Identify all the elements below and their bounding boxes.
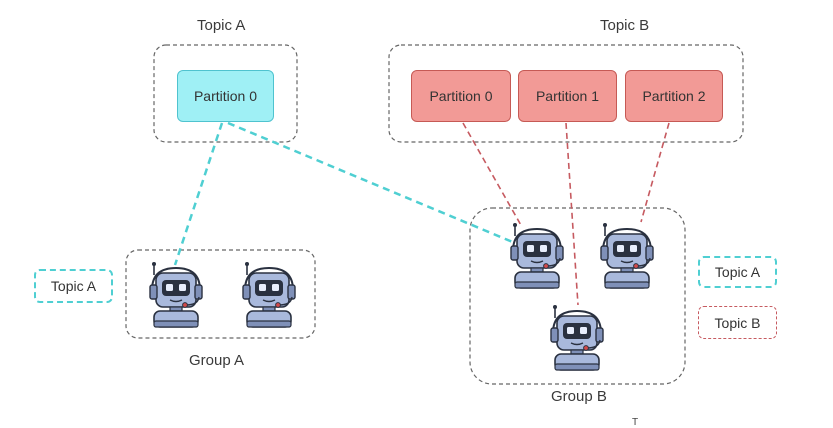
group-b-title: Group B	[551, 388, 607, 405]
link-topic-b-p1-to-group-b-consumer	[565, 122, 579, 306]
topic-b-box	[388, 44, 744, 143]
text-cursor: T	[632, 417, 639, 428]
group-b-subscription-legend-topic-a: Topic A	[698, 256, 777, 288]
robot-consumer-icon	[510, 222, 564, 289]
group-b-box	[469, 207, 686, 385]
robot-consumer-icon	[550, 304, 604, 371]
topic-a-title: Topic A	[197, 17, 246, 34]
robot-consumer-icon	[149, 261, 203, 328]
group-b-subscription-legend-topic-b: Topic B	[698, 306, 777, 339]
robot-consumer-icon	[242, 261, 296, 328]
link-topic-b-p2-to-group-b-consumer	[640, 122, 670, 223]
group-a-subscription-legend: Topic A	[34, 269, 113, 303]
topic-a-partition-0: Partition 0	[177, 70, 274, 122]
group-a-title: Group A	[189, 352, 245, 369]
topic-b-partition-2: Partition 2	[625, 70, 723, 122]
link-topic-b-p0-to-group-b-consumer	[462, 122, 523, 228]
link-topic-a-p0-to-group-b-consumer	[227, 121, 516, 245]
robot-consumer-icon	[600, 222, 654, 289]
topic-b-partition-0: Partition 0	[411, 70, 511, 122]
link-topic-a-p0-to-group-a-consumer	[173, 122, 224, 266]
topic-b-partition-1: Partition 1	[518, 70, 617, 122]
topic-a-box	[153, 44, 298, 143]
topic-b-title: Topic B	[600, 17, 650, 34]
